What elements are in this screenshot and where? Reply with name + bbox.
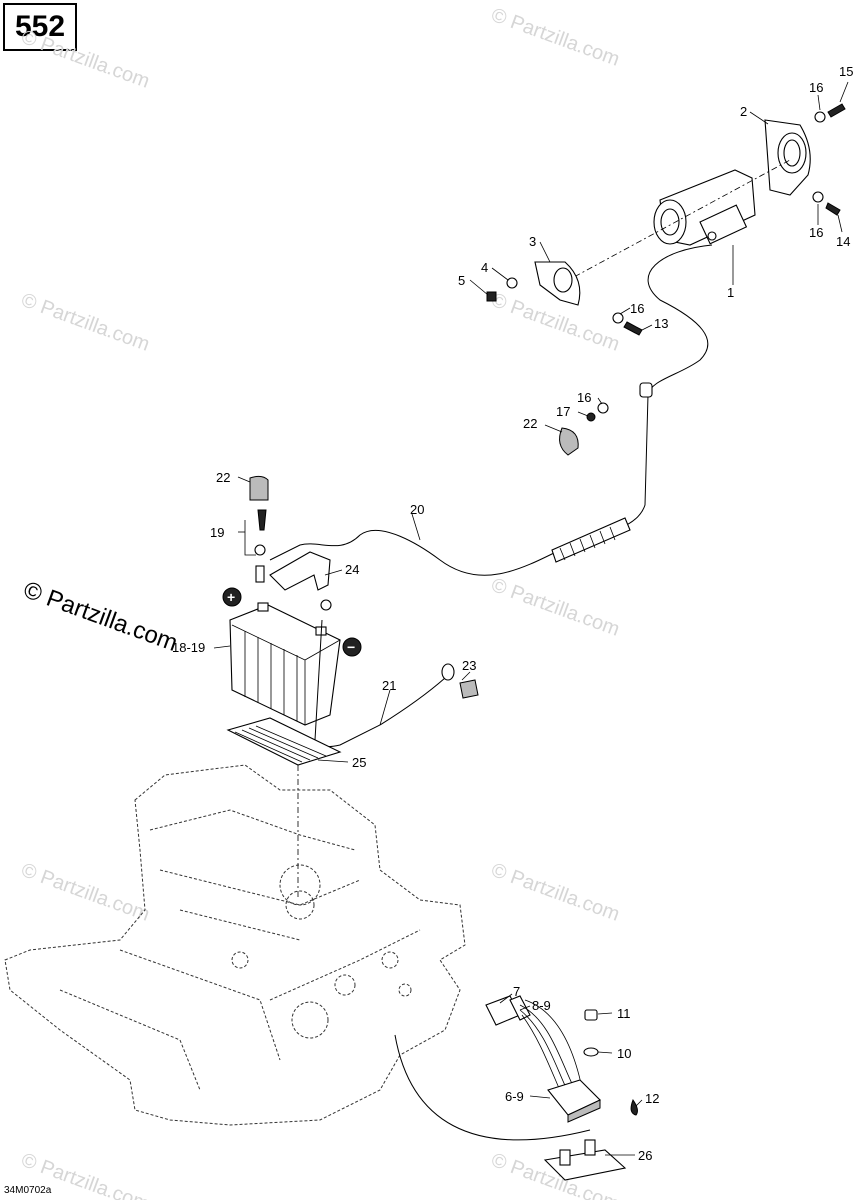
watermarks: © Partzilla.com © Partzilla.com © Partzi… <box>18 4 622 1200</box>
battery-cable-positive <box>269 244 713 576</box>
watermark: © Partzilla.com <box>18 26 152 93</box>
watermark: © Partzilla.com <box>488 574 622 641</box>
leader-lines <box>213 81 849 1156</box>
callout-11: 11 <box>617 1006 631 1021</box>
battery-pad <box>226 717 342 766</box>
battery: + − <box>222 475 362 726</box>
cable-boot <box>551 517 631 563</box>
callout-8-9: 8-9 <box>532 998 551 1013</box>
callout-3: 3 <box>529 234 536 249</box>
starter-fasteners <box>486 103 846 336</box>
page-number-box: 552 <box>3 3 77 51</box>
callout-22: 22 <box>523 416 537 431</box>
callout-16: 16 <box>809 225 823 240</box>
starter-motor <box>549 119 811 291</box>
callout-5: 5 <box>458 273 465 288</box>
rectifier-harness <box>394 995 638 1181</box>
callout-26: 26 <box>638 1148 652 1163</box>
callout-15: 15 <box>839 64 853 79</box>
watermark-featured: © Partzilla.com <box>20 576 181 657</box>
callout-16: 16 <box>577 390 591 405</box>
callout-7: 7 <box>513 984 520 999</box>
watermark: © Partzilla.com <box>18 859 152 926</box>
callout-16: 16 <box>630 301 644 316</box>
callout-24: 24 <box>345 562 359 577</box>
battery-cable-negative <box>314 599 479 748</box>
callout-6-9: 6-9 <box>505 1089 524 1104</box>
callout-25: 25 <box>352 755 366 770</box>
callout-18-19: 18-19 <box>172 640 205 655</box>
watermark: © Partzilla.com <box>488 289 622 356</box>
callout-20: 20 <box>410 502 424 517</box>
watermark: © Partzilla.com <box>488 4 622 71</box>
callout-10: 10 <box>617 1046 631 1061</box>
watermark: © Partzilla.com <box>488 859 622 926</box>
page-number: 552 <box>14 10 66 43</box>
callout-16: 16 <box>809 80 823 95</box>
callout-2: 2 <box>740 104 747 119</box>
callout-21: 21 <box>382 678 396 693</box>
positive-terminal-symbol: + <box>227 589 235 605</box>
callout-23: 23 <box>462 658 476 673</box>
callout-17: 17 <box>556 404 570 419</box>
callout-14: 14 <box>836 234 850 249</box>
callout-22: 22 <box>216 470 230 485</box>
callout-12: 12 <box>645 1091 659 1106</box>
vehicle-frame <box>4 764 466 1126</box>
watermark: © Partzilla.com <box>18 289 152 356</box>
callout-19: 19 <box>210 525 224 540</box>
negative-terminal-symbol: − <box>347 639 355 655</box>
drawing-code: 34M0702a <box>4 1185 52 1196</box>
callouts: 15 16 2 16 14 3 4 5 1 16 13 16 17 22 22 … <box>172 64 853 1163</box>
callout-13: 13 <box>654 316 668 331</box>
callout-1: 1 <box>727 285 734 300</box>
callout-4: 4 <box>481 260 488 275</box>
